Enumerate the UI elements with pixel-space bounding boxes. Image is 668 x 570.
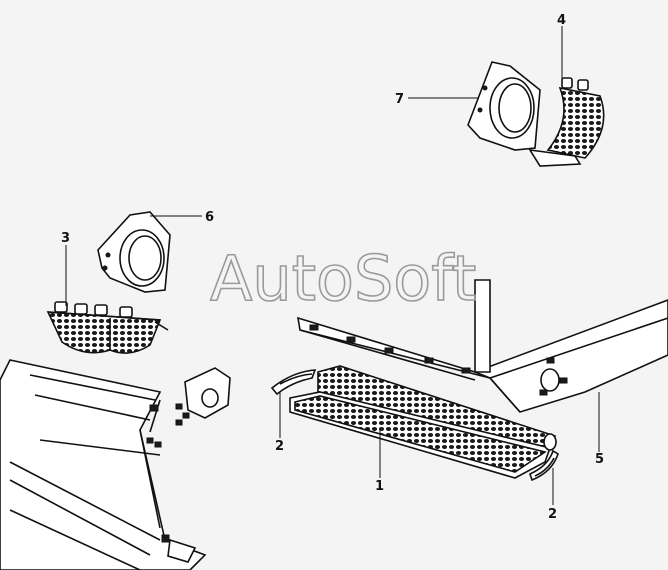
- left-side-panel: [0, 359, 207, 570]
- mounting-bracket: [175, 367, 231, 426]
- callout-2-left: 2: [275, 439, 284, 454]
- callout-3: 3: [61, 231, 70, 246]
- callout-4: 4: [557, 13, 566, 28]
- callout-7: 7: [395, 92, 404, 107]
- part-1-lower-grille: [289, 365, 557, 479]
- leader-lines: [65, 26, 600, 505]
- part-2-seal-left: [270, 369, 317, 396]
- part-6-duct: [97, 211, 171, 293]
- right-side-panel: [296, 279, 668, 413]
- part-2-seal-right: [529, 449, 559, 482]
- callout-2-right: 2: [548, 507, 557, 522]
- callout-5: 5: [595, 452, 604, 467]
- part-4-curved-grille: [528, 77, 605, 167]
- watermark: AutoSoft: [210, 242, 476, 315]
- part-3-side-grille: [46, 301, 169, 354]
- part-7-duct: [467, 61, 541, 151]
- callout-6: 6: [205, 210, 214, 225]
- callout-1: 1: [375, 479, 384, 494]
